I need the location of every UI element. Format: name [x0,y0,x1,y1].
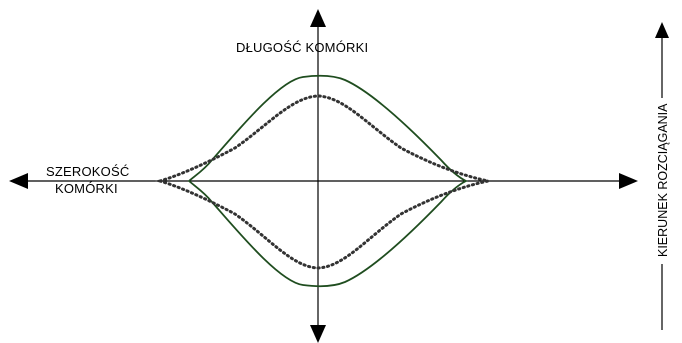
horizontal-axis-label-line1: SZEROKOŚĆ [46,164,129,179]
horizontal-axis-arrow-right [619,173,638,189]
stretch-direction-label: KIERUNEK ROZCIĄGANIA [656,103,670,257]
stretch-direction-arrow [655,22,669,38]
dotted-cell-outline [154,94,489,270]
vertical-axis [310,9,326,343]
vertical-axis-arrow-up [310,9,326,27]
vertical-axis-arrow-down [310,325,326,343]
horizontal-axis [9,173,638,189]
stretch-direction-indicator: KIERUNEK ROZCIĄGANIA [655,22,670,330]
solid-cell-outline [187,74,469,288]
vertical-axis-label: DŁUGOŚĆ KOMÓRKI [236,40,368,55]
horizontal-axis-arrow-left [9,173,28,189]
horizontal-axis-label-line2: KOMÓRKI [55,181,118,196]
